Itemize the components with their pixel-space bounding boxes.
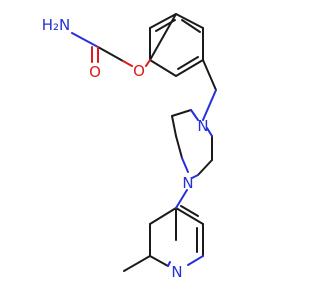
carbon-bonds (97, 13, 217, 272)
diazepane-nitrogen-2-label: N (182, 174, 193, 192)
oxygen-bonds (91, 46, 151, 67)
carbonyl-oxygen-label: O (89, 63, 101, 81)
molecule-structure: H₂N O O N N N (42, 13, 217, 281)
pyridine-nitrogen-label: N (171, 263, 182, 281)
amide-nitrogen-label: H₂N (42, 16, 71, 34)
diazepane-nitrogen-1-label: N (197, 117, 208, 135)
ether-oxygen-label: O (133, 62, 145, 80)
nitrogen-bonds (71, 32, 217, 267)
